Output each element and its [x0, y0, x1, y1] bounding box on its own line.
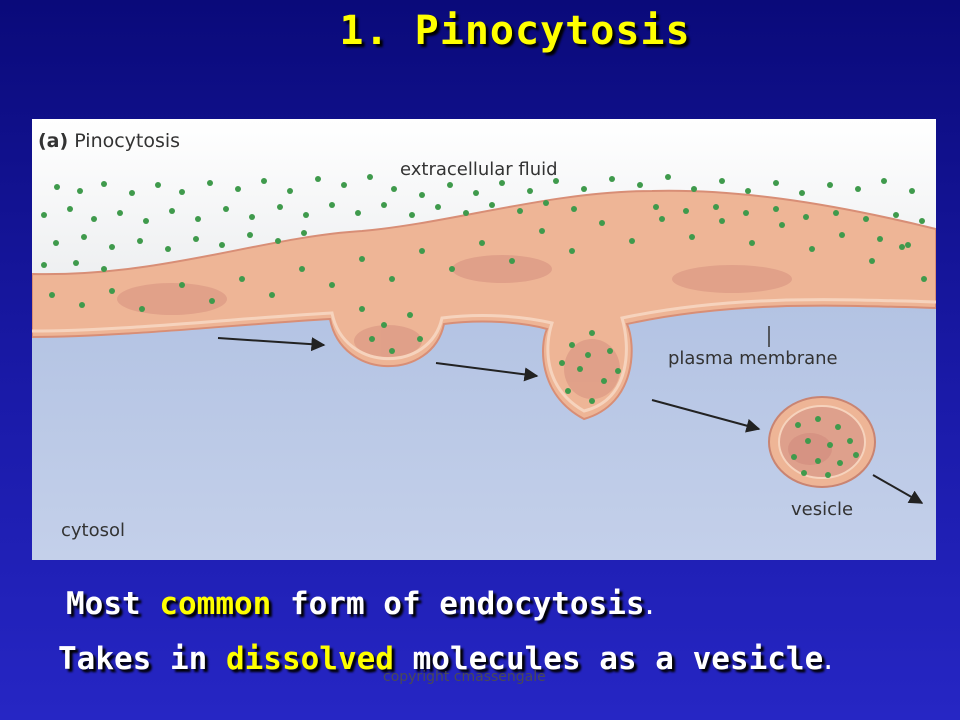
bullet-1-highlight: common	[159, 586, 272, 622]
panel-letter: (a)	[38, 130, 69, 152]
bullet-2-post: molecules as a vesicle	[393, 641, 824, 677]
membrane-inner-edge	[32, 298, 936, 413]
cytosol-label: cytosol	[61, 520, 126, 541]
vesicle	[768, 396, 876, 488]
plasma-membrane-label: plasma membrane	[668, 348, 838, 369]
pinocytosis-diagram	[32, 119, 936, 560]
cytosol-region	[32, 305, 936, 560]
bullet-1-pre: Most	[66, 586, 160, 622]
bullet-1-post: form of endocytosis	[271, 586, 645, 622]
bullet-2-pre: Takes in	[58, 641, 226, 677]
arrow-2	[435, 362, 539, 382]
vesicle-label: vesicle	[791, 499, 854, 520]
panel-title: Pinocytosis	[74, 130, 181, 152]
bullet-2-end: .	[823, 641, 834, 677]
arrow-3	[651, 399, 761, 433]
arrow-1	[217, 337, 326, 352]
membrane-texture	[117, 255, 792, 399]
slide-title: 1. Pinocytosis	[339, 8, 691, 54]
bullet-2: Takes in dissolved molecules as a vesicl…	[58, 641, 833, 677]
arrow-4	[872, 474, 924, 504]
copyright-footer: copyright cmassengale	[383, 669, 546, 685]
process-arrows	[217, 337, 924, 504]
plasma-membrane	[32, 189, 936, 421]
bullet-2-highlight: dissolved	[225, 641, 394, 677]
bullet-1-end: .	[644, 586, 655, 622]
panel-heading: (a) Pinocytosis	[38, 130, 180, 152]
pinocytosis-figure: (a) Pinocytosis extracellular fluid plas…	[32, 119, 936, 560]
extracellular-fluid-label: extracellular fluid	[400, 159, 558, 180]
bullet-1: Most common form of endocytosis.	[66, 586, 654, 622]
molecules	[41, 174, 927, 478]
